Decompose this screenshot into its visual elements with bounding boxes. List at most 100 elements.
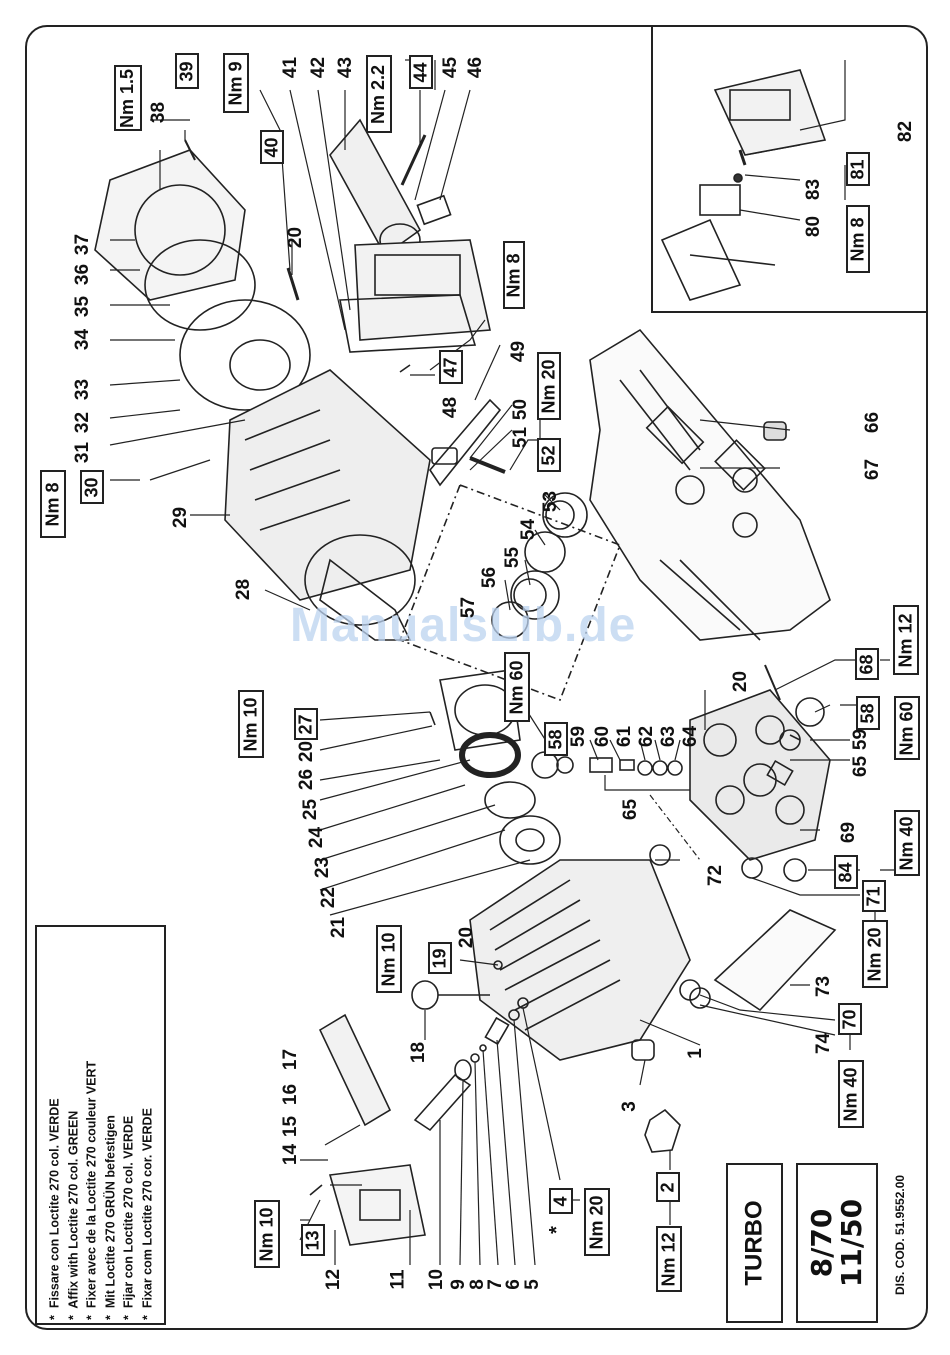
part-label: 42 xyxy=(308,56,330,79)
part-label: 3 xyxy=(618,1101,640,1112)
part-label: 22 xyxy=(318,886,340,909)
legend-line: * Fixar com Loctite 270 cor. VERDE xyxy=(139,1108,154,1320)
part-label: 38 xyxy=(148,101,170,124)
crankshaft-16 xyxy=(318,1013,392,1127)
watermark: ManualsLib.de xyxy=(290,599,637,652)
torque-box: Nm 60 xyxy=(504,652,530,722)
shroud-67 xyxy=(589,328,831,641)
part-label: 9 xyxy=(447,1279,469,1290)
part-label: 31 xyxy=(72,441,94,464)
part-box: 84 xyxy=(834,855,858,889)
torque-box: Nm 40 xyxy=(838,1060,864,1128)
part-label: 25 xyxy=(300,798,322,821)
part-label: 51 xyxy=(510,426,532,449)
part-label: 20 xyxy=(456,926,478,949)
seal-25 xyxy=(459,732,521,778)
part-label: 82 xyxy=(895,120,917,143)
part-label: 63 xyxy=(658,725,680,748)
part-box: 2 xyxy=(656,1172,680,1202)
part-box: 71 xyxy=(862,880,886,912)
part-box: 4 xyxy=(549,1188,573,1214)
part-label: 35 xyxy=(72,295,94,318)
loctite-marker: * xyxy=(545,1226,568,1234)
torque-box: Nm 60 xyxy=(894,696,920,760)
part-label: 20 xyxy=(730,670,752,693)
torque-box: Nm 12 xyxy=(893,605,919,675)
part-label: 65 xyxy=(620,798,642,821)
part-label: 45 xyxy=(440,56,462,79)
torque-box: Nm 8 xyxy=(40,470,66,538)
torque-box: Nm 2.2 xyxy=(366,55,392,133)
part-box: 27 xyxy=(294,708,318,740)
torque-box: Nm 20 xyxy=(584,1188,610,1256)
connecting-rod-10 xyxy=(413,1073,472,1132)
part-label: 20 xyxy=(285,226,307,249)
torque-box: Nm 12 xyxy=(656,1226,682,1292)
legend-line: * Fijar con Loctite 270 col. VERDE xyxy=(121,1115,135,1320)
flange-34 xyxy=(179,299,311,411)
part-label: 59 xyxy=(850,728,872,751)
part-label: 18 xyxy=(408,1041,430,1064)
part-label: 64 xyxy=(680,725,702,748)
part-box: 44 xyxy=(409,55,433,89)
part-label: 49 xyxy=(508,340,530,363)
legend-line: * Fixer avec de la Loctite 270 couleur V… xyxy=(84,1060,98,1320)
loctite-legend: * Fissare con Loctite 270 col. VERDE * A… xyxy=(35,925,166,1325)
part-box: 47 xyxy=(439,350,463,384)
part-label: 83 xyxy=(803,178,825,201)
legend-line: * Mit Loctite 270 GRÜN befestigen xyxy=(102,1115,117,1320)
torque-box: Nm 8 xyxy=(846,205,870,273)
part-label: 65 xyxy=(850,755,872,778)
fan-cover-38 xyxy=(94,149,246,301)
part-box: 81 xyxy=(846,152,870,186)
part-label: 21 xyxy=(328,916,350,939)
part-label: 24 xyxy=(306,826,328,849)
part-label: 80 xyxy=(803,215,825,238)
part-label: 17 xyxy=(280,1048,302,1071)
terminal-box-42 xyxy=(354,239,491,341)
part-label: 54 xyxy=(518,518,540,541)
part-box: 40 xyxy=(260,130,284,164)
bearing-flange-26 xyxy=(439,669,521,751)
part-label: 33 xyxy=(72,378,94,401)
part-label: 14 xyxy=(280,1143,302,1166)
part-label: 5 xyxy=(521,1279,543,1290)
part-label: 56 xyxy=(479,566,501,589)
torque-box: Nm 1.5 xyxy=(114,65,142,131)
model-variant: 11/50 xyxy=(835,1198,868,1288)
part-label: 69 xyxy=(838,821,860,844)
part-label: 12 xyxy=(323,1268,345,1291)
part-box: 58 xyxy=(856,696,880,730)
rotor-28 xyxy=(304,534,416,626)
fan-grille xyxy=(134,184,226,276)
part-label: 28 xyxy=(233,578,255,601)
part-label: 1 xyxy=(684,1048,706,1059)
legend-line: * Fissare con Loctite 270 col. VERDE xyxy=(47,1098,61,1320)
part-label: 67 xyxy=(862,458,884,481)
part-box: 13 xyxy=(301,1224,325,1256)
part-label: 29 xyxy=(170,506,192,529)
torque-box: Nm 40 xyxy=(894,810,920,876)
rear-cover-12 xyxy=(328,1164,426,1246)
part-label: 11 xyxy=(387,1269,409,1290)
part-label: 53 xyxy=(540,490,562,513)
part-box: 70 xyxy=(838,1003,862,1035)
part-box: 19 xyxy=(428,942,452,974)
part-label: 61 xyxy=(614,725,636,748)
control-box-inset xyxy=(651,25,928,313)
part-label: 10 xyxy=(426,1268,448,1291)
torque-box: Nm 9 xyxy=(223,53,249,113)
part-label: 48 xyxy=(440,396,462,419)
part-label: 57 xyxy=(458,596,480,619)
control-box-82 xyxy=(713,69,827,156)
part-label: 26 xyxy=(296,768,318,791)
part-label: 36 xyxy=(72,263,94,286)
part-label: 46 xyxy=(465,56,487,79)
capacitor-43 xyxy=(329,118,422,257)
part-box: 39 xyxy=(175,53,199,89)
part-label: 15 xyxy=(280,1115,302,1138)
part-label: 55 xyxy=(502,546,524,569)
part-label: 6 xyxy=(502,1279,524,1290)
part-label: 60 xyxy=(592,725,614,748)
